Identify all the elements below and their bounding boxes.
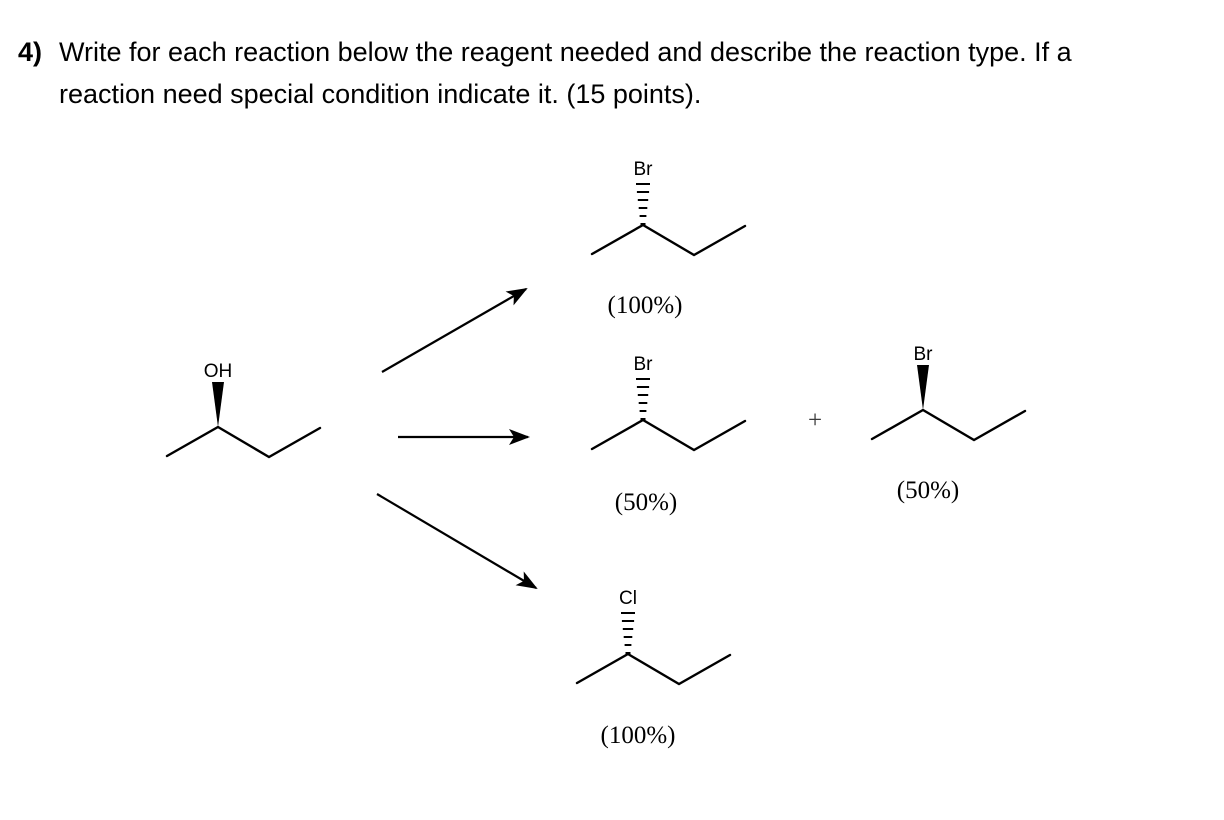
question-line-1: Write for each reaction below the reagen…: [59, 37, 1072, 67]
carbon-chain: [575, 652, 732, 686]
hash-bond: [636, 378, 650, 420]
reactant-2-butanol-wedge-oh: OH: [158, 355, 330, 472]
yield-label: (100%): [600, 722, 676, 749]
atom-label: Cl: [619, 588, 637, 609]
product-top-2-bromobutane-hash: Br: [583, 153, 755, 270]
molecule-svg: OH: [165, 361, 322, 459]
carbon-chain: [590, 223, 747, 257]
yield-label: (50%): [896, 477, 960, 504]
plus-sign: +: [807, 407, 823, 434]
molecule-svg: Br: [590, 354, 747, 452]
carbon-chain: [165, 425, 322, 459]
product-bottom-2-chlorobutane-hash: Cl: [568, 582, 740, 699]
wedge-bond: [212, 382, 224, 427]
molecule-svg: Cl: [575, 588, 732, 686]
reaction-arrow: [381, 288, 528, 373]
hash-bond: [636, 183, 650, 225]
reaction-arrow: [376, 493, 538, 590]
atom-label: OH: [204, 361, 233, 382]
atom-label: Br: [634, 159, 654, 180]
product-middle-2-bromobutane-hash: Br: [583, 348, 755, 465]
carbon-chain: [590, 418, 747, 452]
carbon-chain: [870, 408, 1027, 442]
question-number: 4): [18, 37, 43, 67]
molecule-svg: Br: [870, 344, 1027, 442]
yield-label: (100%): [607, 292, 683, 319]
wedge-bond: [917, 365, 929, 410]
question: 4) Write for each reaction below the rea…: [18, 31, 1072, 115]
yield-label: (50%): [614, 489, 678, 516]
atom-label: Br: [634, 354, 654, 375]
question-text: Write for each reaction below the reagen…: [59, 31, 1072, 115]
atom-label: Br: [914, 344, 934, 365]
product-right-2-bromobutane-wedge: Br: [863, 338, 1035, 455]
question-line-2: reaction need special condition indicate…: [59, 79, 702, 109]
hash-bond: [621, 612, 635, 654]
molecule-svg: Br: [590, 159, 747, 257]
